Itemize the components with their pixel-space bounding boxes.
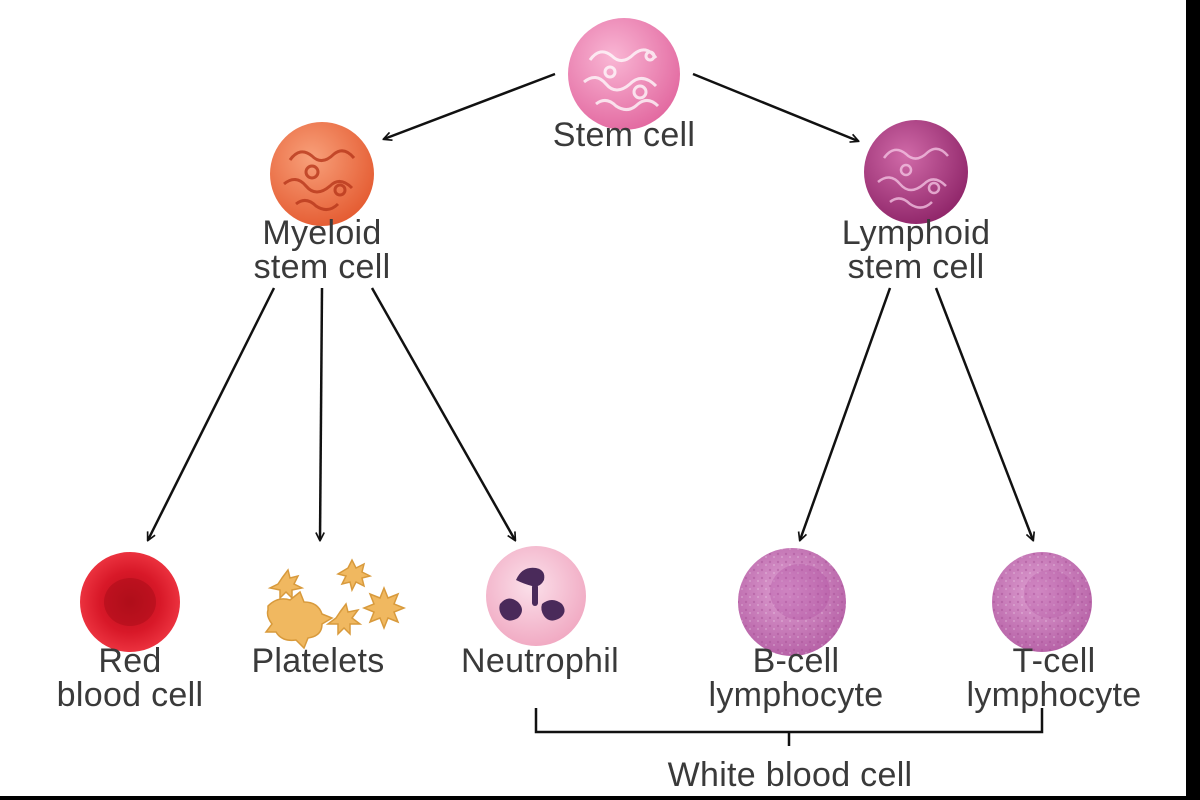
neutrophil-label: Neutrophil [461, 642, 619, 680]
lymphoid-stem-cell-icon [864, 120, 968, 224]
stem-cell-label: Stem cell [552, 116, 696, 154]
red-blood-cell-icon [80, 552, 180, 652]
arrow-lymphoid-to-t-cell [934, 287, 1033, 540]
arrow-myeloid-to-platelets [320, 287, 322, 540]
arrow-stem-to-lymphoid [692, 72, 858, 141]
myeloid-stem-cell-icon [270, 122, 374, 226]
t-cell-lymphocyte-label: T-cell lymphocyte [966, 642, 1142, 714]
t-cell-lymphocyte-icon [992, 552, 1092, 652]
red-blood-cell-label: Red blood cell [56, 642, 204, 714]
arrow-stem-to-myeloid [384, 72, 556, 139]
arrow-lymphoid-to-b-cell [800, 287, 892, 540]
neutrophil-icon [486, 546, 586, 646]
platelets-icon [264, 558, 407, 650]
b-cell-lymphocyte-label: B-cell lymphocyte [708, 642, 884, 714]
myeloid-stem-cell-label: Myeloid stem cell [253, 214, 391, 286]
lymphoid-stem-cell-label: Lymphoid stem cell [841, 214, 991, 286]
arrow-myeloid-to-neutrophil [370, 287, 515, 540]
white-blood-cell-bracket [534, 708, 1044, 746]
image-border-right [1186, 0, 1200, 800]
stem-cell-icon [568, 18, 680, 130]
arrow-myeloid-to-rbc [148, 287, 276, 540]
image-border-bottom [0, 796, 1200, 800]
platelets-label: Platelets [251, 642, 385, 680]
b-cell-lymphocyte-icon [738, 548, 846, 656]
white-blood-cell-label: White blood cell [667, 756, 913, 794]
